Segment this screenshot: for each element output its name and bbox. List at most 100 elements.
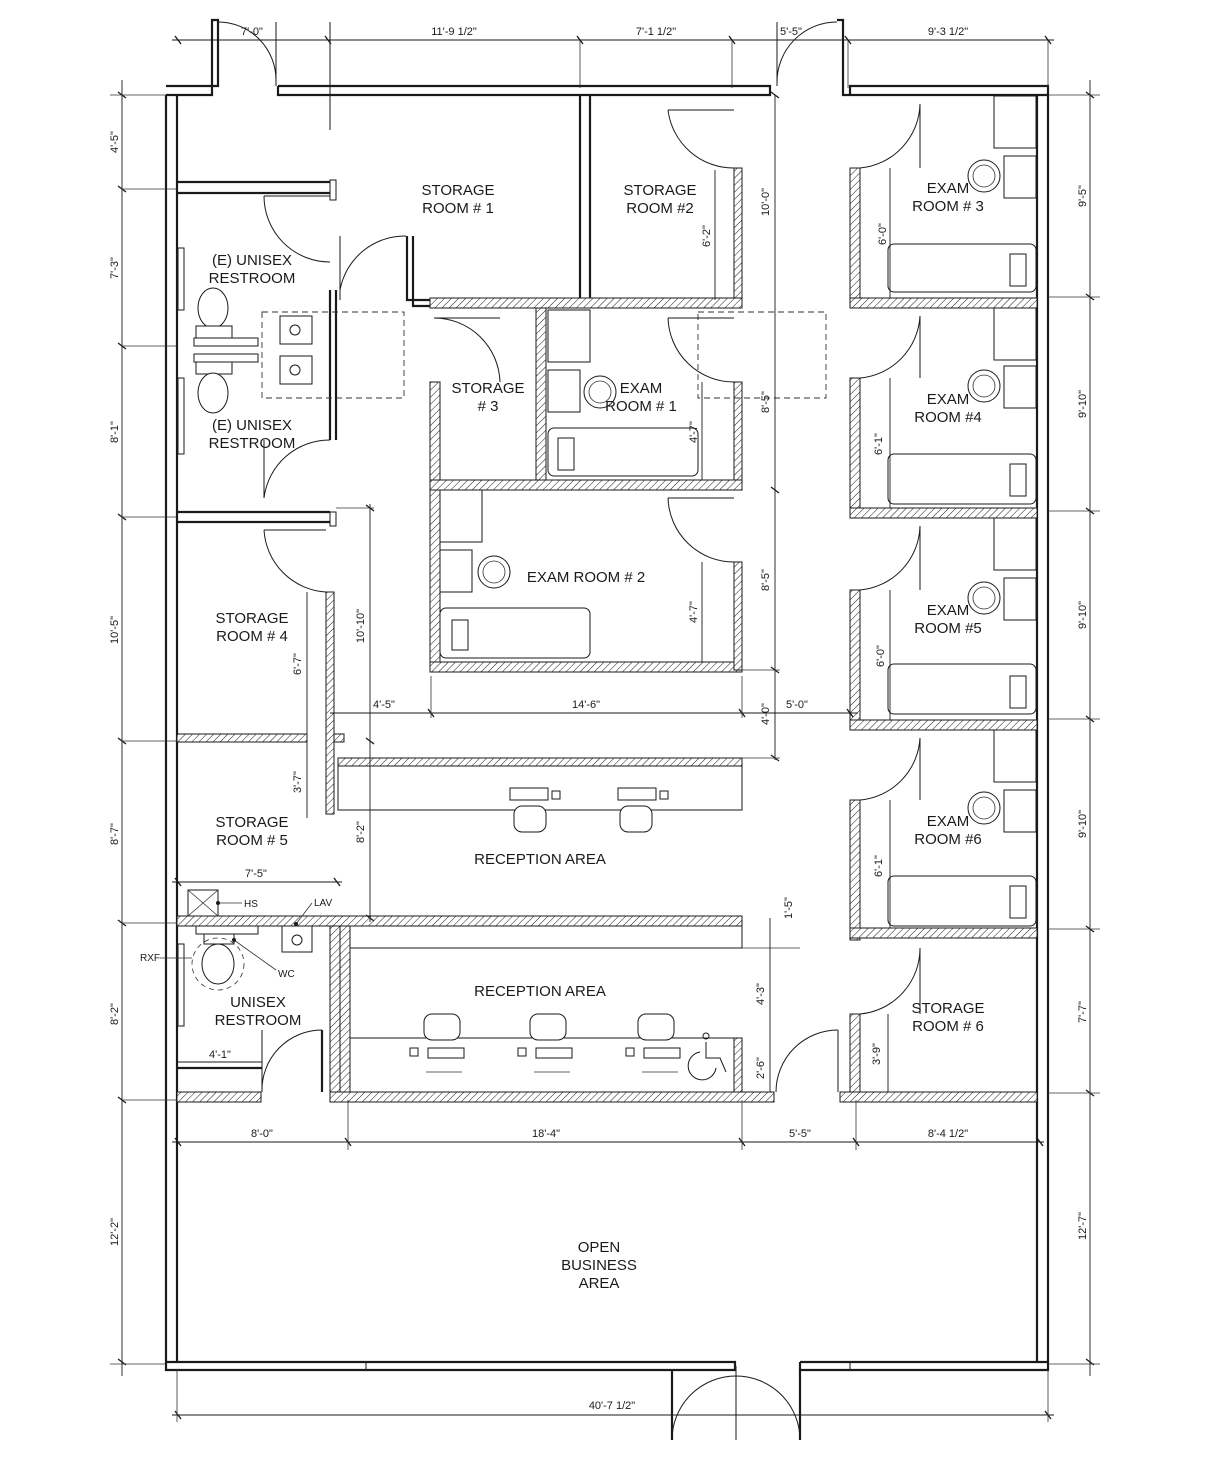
dim-hall-10-10: 10'-10"	[355, 609, 367, 643]
dim-storage6-door: 3'-9"	[871, 1043, 883, 1065]
exam5-line2: ROOM #5	[914, 620, 982, 637]
dim-exam2-door: 4'-7"	[688, 601, 700, 623]
reception-lower-label: RECEPTION AREA	[474, 983, 606, 1000]
exam5-line1: EXAM	[927, 602, 970, 619]
wheelchair-icon	[687, 1032, 727, 1081]
dim-left-6: 8'-2"	[109, 1003, 121, 1025]
dim-storage5-door: 3'-7"	[292, 771, 304, 793]
dim-restroom-4-1: 4'-1"	[209, 1049, 231, 1061]
dim-right-4: 9'-10"	[1077, 810, 1089, 838]
storage4-line2: ROOM # 4	[216, 628, 288, 645]
storage3-line2: # 3	[478, 398, 499, 415]
dim-mid-4: 8'-4 1/2"	[928, 1128, 968, 1140]
dim-storage4-door: 6'-7"	[292, 653, 304, 675]
exam2-label: EXAM ROOM # 2	[527, 569, 645, 586]
storage1-line2: ROOM # 1	[422, 200, 494, 217]
storage2-line1: STORAGE	[623, 182, 696, 199]
dim-corridor-1: 10'-0"	[760, 188, 772, 216]
dim-top-2: 11'-9 1/2"	[431, 26, 477, 38]
dim-right-1: 9'-5"	[1077, 185, 1089, 207]
storage6-line1: STORAGE	[911, 1000, 984, 1017]
dim-top-3: 7'-1 1/2"	[636, 26, 676, 38]
reception-upper-label: RECEPTION AREA	[474, 851, 606, 868]
reception-furniture	[409, 787, 681, 1073]
exam6-line1: EXAM	[927, 813, 970, 830]
dim-right-3: 9'-10"	[1077, 601, 1089, 629]
exam6-line2: ROOM #6	[914, 831, 982, 848]
dim-left-5: 8'-7"	[109, 823, 121, 845]
dim-left-4: 10'-5"	[109, 616, 121, 644]
dim-top-5: 9'-3 1/2"	[928, 26, 968, 38]
exam1-line1: EXAM	[620, 380, 663, 397]
dim-left-2: 7'-3"	[109, 257, 121, 279]
restroom-lower-line2: RESTROOM	[209, 435, 296, 452]
dim-bottom: 40'-7 1/2"	[589, 1400, 635, 1412]
fixture-callouts	[160, 901, 313, 971]
dashed-outlines	[261, 311, 827, 399]
interior-doors[interactable]	[261, 103, 921, 1093]
dim-left-7: 12'-2"	[109, 1218, 121, 1246]
dim-corridor-2: 8'-5"	[760, 391, 772, 413]
dim-exam2-width: 14'-6"	[572, 699, 600, 711]
dim-storage2-door: 6'-2"	[701, 225, 713, 247]
dim-reception-2-6: 2'-6"	[755, 1057, 767, 1079]
dim-reception-1-5: 1'-5"	[783, 897, 795, 919]
dim-hall-8-2: 8'-2"	[355, 821, 367, 843]
dim-corridor-3: 8'-5"	[760, 569, 772, 591]
dim-reception-4-3: 4'-3"	[755, 983, 767, 1005]
restroom-upper-line2: RESTROOM	[209, 270, 296, 287]
interior-walls	[176, 95, 1038, 1103]
dim-top-4: 5'-5"	[780, 26, 802, 38]
dim-mid-1: 8'-0"	[251, 1128, 273, 1140]
dim-exam4: 6'-1"	[873, 433, 885, 455]
dim-right-5: 7'-7"	[1077, 1001, 1089, 1023]
wc-label: WC	[278, 969, 295, 980]
dim-hall-4-5: 4'-5"	[373, 699, 395, 711]
dimension-labels: 7'-0" 11'-9 1/2" 7'-1 1/2" 5'-5" 9'-3 1/…	[109, 26, 1089, 1412]
dim-mid-2: 18'-4"	[532, 1128, 560, 1140]
dim-right-6: 12'-7"	[1077, 1212, 1089, 1240]
restroom-upper-line1: (E) UNISEX	[212, 252, 292, 269]
open-business-line2: BUSINESS	[561, 1257, 637, 1274]
storage6-line2: ROOM # 6	[912, 1018, 984, 1035]
dim-top-1: 7'-0"	[241, 26, 263, 38]
open-business-line1: OPEN	[578, 1239, 621, 1256]
restroom-lower-line1: (E) UNISEX	[212, 417, 292, 434]
unisex-restroom-line2: RESTROOM	[215, 1012, 302, 1029]
restroom-fixtures	[177, 247, 313, 1027]
storage5-line1: STORAGE	[215, 814, 288, 831]
unisex-restroom-line1: UNISEX	[230, 994, 286, 1011]
exam3-line2: ROOM # 3	[912, 198, 984, 215]
dim-storage5-width: 7'-5"	[245, 868, 267, 880]
exam-furniture	[439, 95, 1037, 927]
dim-exam5: 6'-0"	[875, 645, 887, 667]
top-entry-doors[interactable]	[217, 21, 838, 130]
dim-exam1-door: 4'-7"	[688, 421, 700, 443]
bottom-entry-doors[interactable]	[671, 1366, 801, 1441]
dim-exam6: 6'-1"	[873, 855, 885, 877]
exam1-line2: ROOM # 1	[605, 398, 677, 415]
exam4-line2: ROOM #4	[914, 409, 982, 426]
exam4-line1: EXAM	[927, 391, 970, 408]
storage4-line1: STORAGE	[215, 610, 288, 627]
svg-text:STORAGE# 3: STORAGE# 3	[451, 380, 524, 415]
dim-corridor-4: 4'-0"	[760, 703, 772, 725]
storage3-line1: STORAGE	[451, 380, 524, 397]
dim-exam3: 6'-0"	[877, 223, 889, 245]
dim-right-2: 9'-10"	[1077, 390, 1089, 418]
storage5-line2: ROOM # 5	[216, 832, 288, 849]
hs-label: HS	[244, 899, 258, 910]
dim-left-3: 8'-1"	[109, 421, 121, 443]
